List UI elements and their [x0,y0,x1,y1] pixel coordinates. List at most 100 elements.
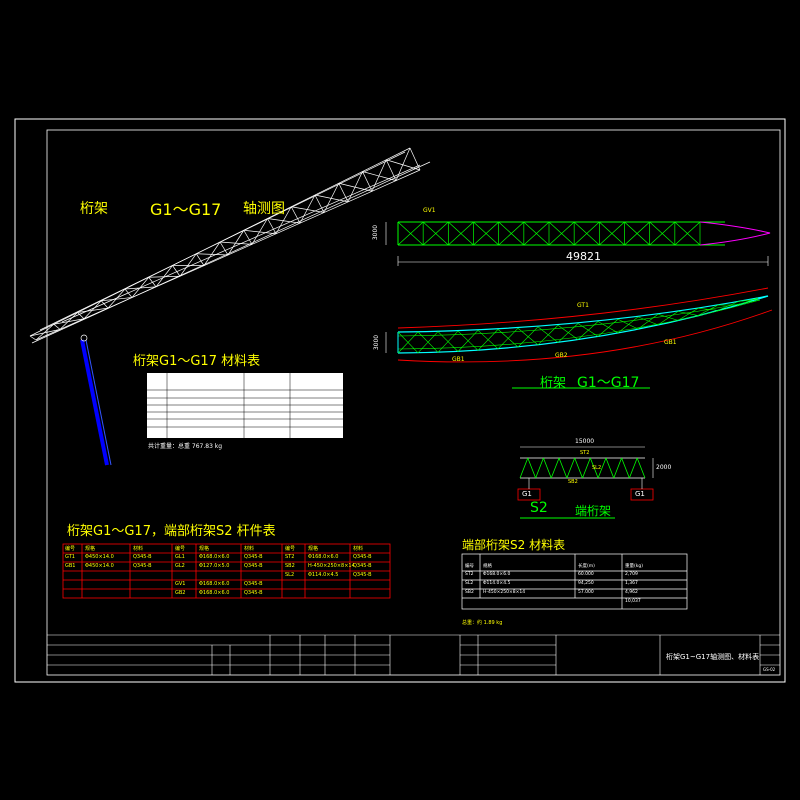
plan-diagonal [422,221,449,246]
elev-diagonal [417,331,439,354]
axo-vertical [362,171,373,192]
table-cell: 60.000 [578,572,594,577]
table-cell: H-450×250×8×14 [483,590,526,595]
s2-height-dim: 2000 [656,464,672,471]
table-cell: Q345-B [353,563,372,569]
axo-vertical [385,159,397,181]
table-cell: 2,709 [625,572,638,577]
s2-diagonal [574,457,583,479]
axo-diagonal [323,183,340,213]
axo-diagonal [59,312,78,330]
s2-view-label: S2 [530,500,548,516]
table-cell: Φ168.0×6.0 [199,554,230,560]
s2-support-g1-right: G1 [635,490,645,498]
plan-diagonal [473,221,499,246]
table-cell: SB2 [465,590,474,595]
table-cell: GB1 [65,563,76,569]
support-pipe [80,334,112,466]
plan-diagonal [649,221,676,246]
elev-height-dim: 3000 [373,334,381,351]
table-cell: GT1 [65,554,75,560]
table-cell: 10,037 [625,599,641,604]
s2-label-sl2: SL2 [592,465,602,471]
axo-diagonal [107,288,126,309]
table-header-cell: 材料 [353,546,364,552]
table-cell: Φ168.0×6.0 [308,554,339,560]
s2-diagonal [597,457,607,479]
table-header-cell: 编号 [465,564,474,569]
elev-diagonal [637,316,659,326]
axo-diagonal [291,206,325,213]
member-table [62,543,391,599]
material-table-note: 共计重量：总重 767.83 kg [148,443,223,450]
plan-diagonal [523,221,550,246]
table-cell: Φ450×14.0 [85,563,114,569]
axo-vertical [409,147,421,171]
table-cell: GL1 [175,554,185,560]
plan-diagonal [397,221,424,246]
table-cell: SL2 [285,572,295,578]
elev-diagonal [737,297,759,306]
elev-diagonal [677,311,699,316]
s2-diagonal [589,457,599,479]
axo-diagonal [395,147,411,181]
s2-diagonal [550,457,560,479]
axo-diagonal [371,159,387,192]
s2-width-dim: 15000 [575,438,595,445]
s2-diagonal [535,457,544,479]
axo-vertical [53,323,61,330]
axo-diagonal [251,218,268,245]
axo-vertical [100,300,109,309]
s2-end-truss [517,446,654,501]
elev-diagonal [557,323,579,343]
s2-diagonal [629,457,638,479]
elev-diagonal [457,330,479,352]
table-cell: Q345-B [244,554,263,560]
axo-diagonal [83,300,102,319]
elev-diagonal [597,321,619,334]
table-header-cell: 重量(kg) [625,564,643,569]
table-cell: Φ168.0×6.0 [483,572,511,577]
table-cell: Q345-B [244,581,263,587]
axo-vertical [195,253,205,266]
elev-diagonal [577,321,599,340]
table-cell: 94,250 [578,581,594,586]
axo-diagonal [219,241,253,245]
plan-diagonal [448,221,474,246]
table-cell: 57.000 [578,590,594,595]
s2-view-label-sub: 端桁架 [575,504,612,518]
s2-diagonal [621,457,630,479]
elev-diagonal [617,316,639,334]
axo-diagonal [243,229,277,235]
elev-label-gb1-right: GB1 [664,339,677,346]
table-header-cell: 材料 [244,546,255,552]
truss-view-label: 桁架 [540,376,567,391]
table-header-cell: 编号 [285,546,296,552]
elev-diagonal [677,308,699,321]
table-cell: SL2 [465,581,474,586]
table-cell: Q345-B [133,554,152,560]
plan-diagonal [624,221,650,246]
table-cell: Φ114.0×4.5 [308,572,339,578]
plan-height-dim: 3000 [372,224,380,241]
s2-diagonal [636,457,646,479]
elev-diagonal [497,328,519,350]
table-cell: GL2 [175,563,185,569]
s2-table-note: 总重：约 1.89 kg [462,620,503,626]
elev-diagonal [517,326,539,348]
axo-diagonal [155,265,173,288]
axo-diagonal [29,329,61,337]
axo-diagonal [101,297,133,302]
axo-vertical [172,265,181,277]
elev-diagonal [697,308,719,311]
s2-diagonal [527,457,536,479]
plan-diagonal [674,221,701,246]
member-table-title: 桁架G1～G17，端部桁架S2 杆件表 [67,524,276,539]
table-header-cell: 规格 [199,546,210,552]
table-header-cell: 编号 [65,546,76,552]
s2-diagonal [605,457,615,479]
elev-diagonal [397,331,419,354]
elev-diagonal [697,304,719,316]
elev-diagonal [657,313,679,321]
axo-diagonal [179,253,197,277]
